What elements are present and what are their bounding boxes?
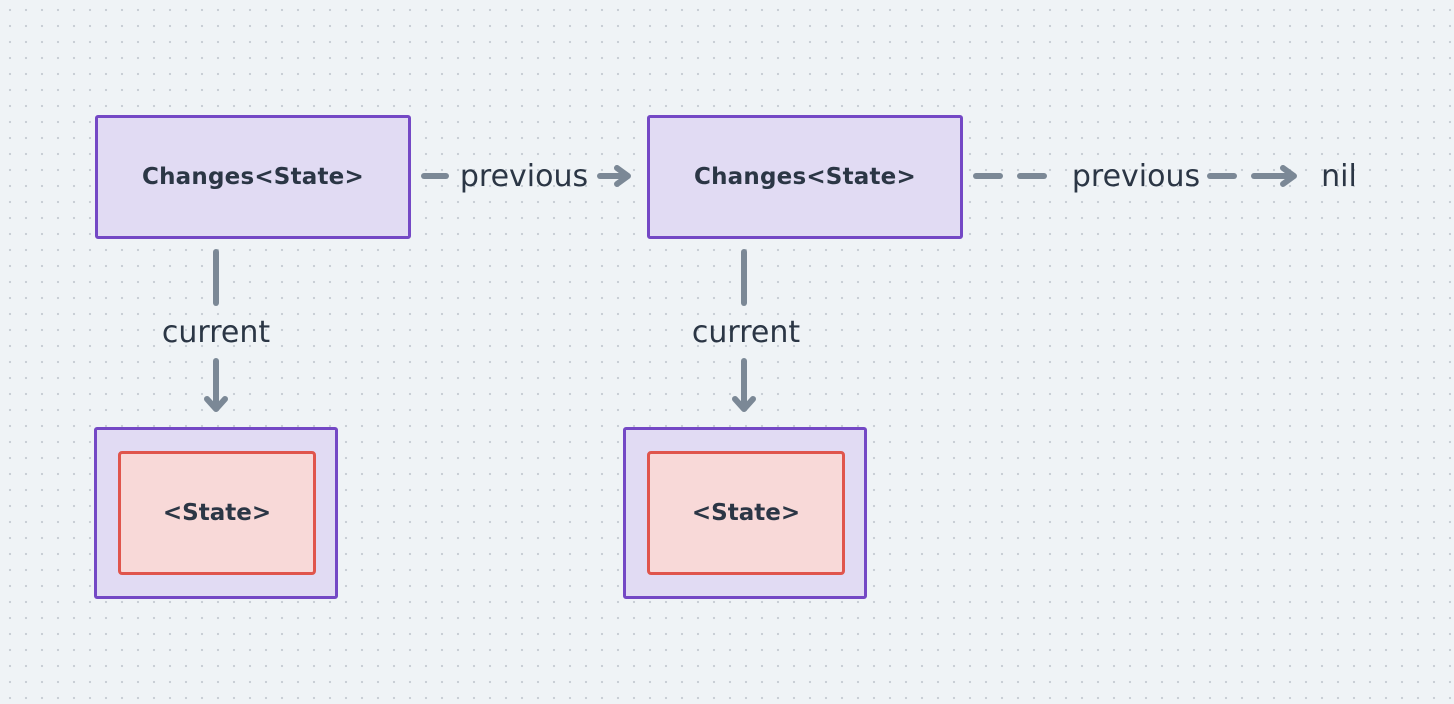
current-arrowhead-2 — [732, 396, 756, 412]
current-label-1: current — [161, 315, 271, 350]
changes-node-2[interactable]: Changes<State> — [647, 115, 963, 239]
state-container-1[interactable]: <State> — [94, 427, 338, 599]
previous-label-2: previous — [1071, 159, 1201, 194]
current-label-2: current — [691, 315, 801, 350]
changes-node-2-label: Changes<State> — [694, 164, 916, 190]
state-node-2[interactable]: <State> — [647, 451, 845, 575]
state-node-1[interactable]: <State> — [118, 451, 316, 575]
previous-label-1: previous — [459, 159, 589, 194]
previous-arrowhead-1 — [614, 165, 631, 187]
changes-node-1-label: Changes<State> — [142, 164, 364, 190]
nil-terminal: nil — [1321, 159, 1357, 194]
changes-node-1[interactable]: Changes<State> — [95, 115, 411, 239]
state-node-2-label: <State> — [691, 500, 801, 526]
state-node-1-label: <State> — [162, 500, 272, 526]
previous-arrowhead-2 — [1280, 165, 1297, 187]
state-container-2[interactable]: <State> — [623, 427, 867, 599]
current-arrowhead-1 — [204, 396, 228, 412]
